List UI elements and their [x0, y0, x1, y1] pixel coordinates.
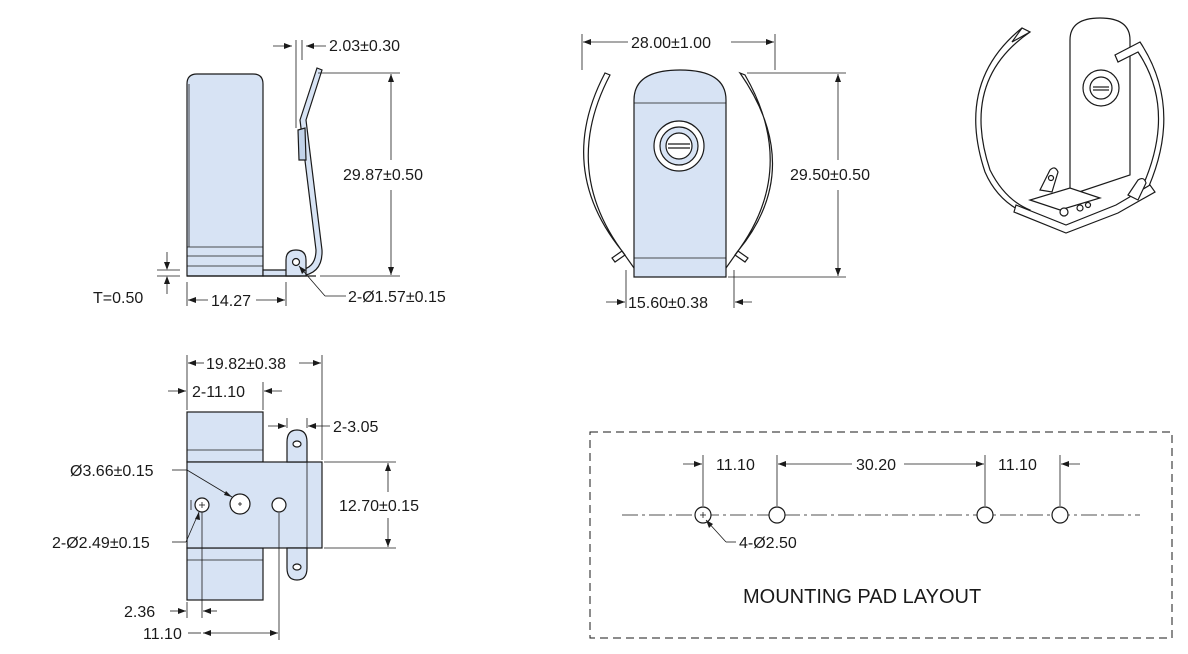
front-body	[633, 69, 727, 278]
pad-hole-2	[768, 506, 786, 524]
dim-side-base: 14.27	[211, 293, 251, 310]
pad-hole-callout: 4-Ø2.50	[739, 535, 797, 552]
bottom-body-lower	[186, 547, 264, 601]
side-view: 2.03±0.30 29.87±0.50 T=0.50 14.27 2-Ø1.5…	[93, 38, 446, 310]
dim-small-holes: 2-Ø2.49±0.15	[52, 535, 150, 552]
front-arm-right	[734, 71, 774, 263]
front-arm-left	[583, 72, 626, 263]
pad-dim-left: 11.10	[716, 457, 755, 474]
pad-dim-center: 30.20	[856, 457, 896, 474]
side-spring	[262, 67, 323, 277]
side-body	[186, 73, 264, 277]
iso-arm-left	[975, 27, 1032, 215]
isometric-view	[975, 17, 1165, 234]
dim-bottom-step: 2-11.10	[192, 384, 245, 401]
pad-dim-right: 11.10	[998, 457, 1037, 474]
dim-front-width: 28.00±1.00	[631, 35, 711, 52]
dim-offset-small: 2.36	[124, 604, 155, 621]
dim-center-hole: Ø3.66±0.15	[70, 463, 154, 480]
dim-front-base: 15.60±0.38	[628, 295, 708, 312]
dim-side-tilt: 2.03±0.30	[329, 38, 400, 55]
bottom-small-hole-right	[271, 497, 287, 513]
mounting-frame	[589, 431, 1173, 639]
dim-side-holes: 2-Ø1.57±0.15	[348, 289, 446, 306]
side-eyelet-hole	[291, 257, 301, 267]
dim-bottom-length: 19.82±0.38	[206, 356, 286, 373]
dim-side-height: 29.87±0.50	[343, 167, 423, 184]
dim-offset-large: 11.10	[143, 626, 182, 643]
dim-thickness: T=0.50	[93, 290, 143, 307]
front-view: 28.00±1.00 29.50±0.50 15.60±0.38	[581, 34, 870, 312]
dim-bottom-width: 12.70±0.15	[339, 498, 419, 515]
dim-bottom-tab: 2-3.05	[333, 419, 378, 436]
dim-front-height: 29.50±0.50	[790, 167, 870, 184]
bottom-view: 19.82±0.38 2-11.10 2-3.05 12.70±0.15 Ø3.…	[52, 355, 419, 643]
mounting-title: MOUNTING PAD LAYOUT	[743, 586, 981, 608]
mounting-pad-layout: 11.10 30.20 11.10 4-Ø2.50 MOUNTING PAD L…	[589, 431, 1173, 639]
iso-base	[1013, 184, 1156, 234]
bottom-body-upper	[186, 411, 264, 463]
pad-hole-4	[1051, 506, 1069, 524]
pad-hole-3	[976, 506, 994, 524]
